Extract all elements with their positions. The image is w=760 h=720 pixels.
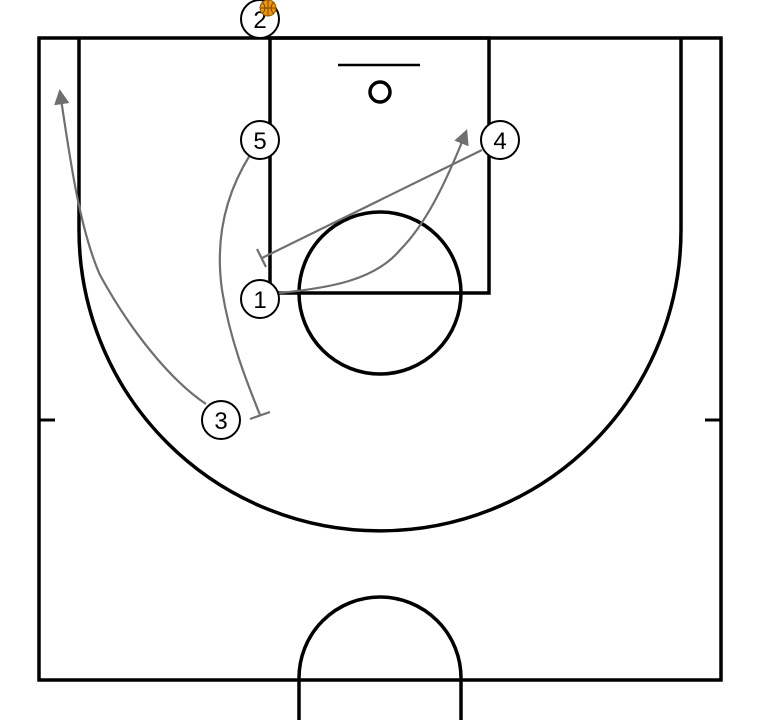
free-throw-lane	[268, 36, 491, 295]
player-4-label: 4	[493, 128, 506, 155]
three-point-line	[77, 38, 683, 533]
center-circle	[297, 595, 463, 720]
player-5-label: 5	[253, 128, 266, 155]
player-3[interactable]: 3	[201, 400, 241, 440]
screen-bar-player-5	[249, 410, 271, 421]
play-actions	[54, 88, 483, 421]
basketball-icon	[259, 0, 277, 17]
court-lines	[37, 36, 723, 720]
screen-path-player-4	[261, 149, 483, 259]
player-4[interactable]: 4	[480, 120, 520, 160]
player-1-label: 1	[253, 287, 266, 314]
basket-rim	[368, 80, 392, 104]
player-2[interactable]: 2	[240, 0, 280, 39]
player-3-marker	[201, 400, 241, 440]
court-boundary	[37, 36, 723, 682]
screen-path-player-5	[218, 154, 262, 416]
screen-bar-player-4	[256, 248, 267, 268]
player-4-marker	[480, 120, 520, 160]
player-5-marker	[240, 120, 280, 160]
cut-path-player-3	[54, 88, 207, 405]
free-throw-circle	[297, 210, 463, 376]
cut-path-player-1	[278, 129, 469, 295]
player-5[interactable]: 5	[240, 120, 280, 160]
player-1[interactable]: 1	[240, 279, 280, 319]
player-3-label: 3	[214, 408, 227, 435]
player-1-marker	[240, 279, 280, 319]
